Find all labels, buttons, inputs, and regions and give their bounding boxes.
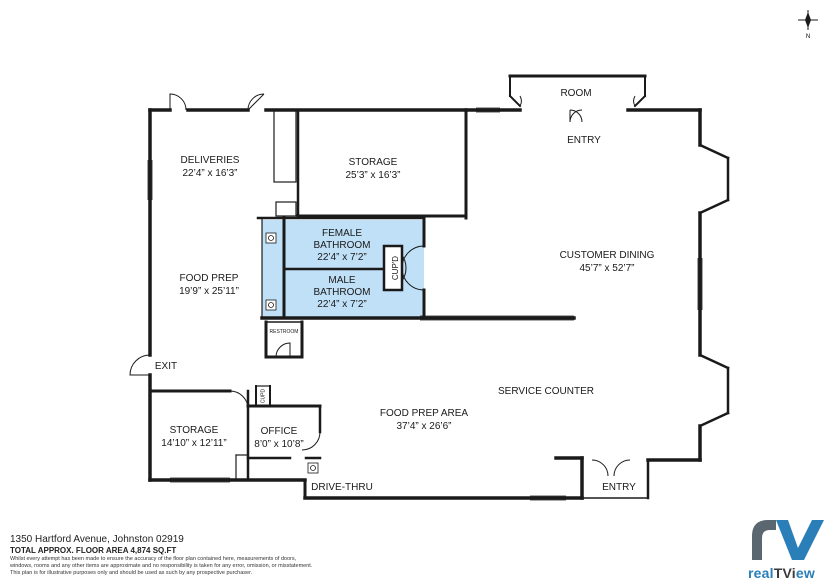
female-bathroom-label-1: FEMALE xyxy=(322,228,362,239)
brand-name-a: real xyxy=(748,565,774,581)
food-prep-dims: 19’9” x 25’11” xyxy=(179,286,239,297)
cupboard-box xyxy=(382,244,404,292)
room-label: ROOM xyxy=(560,88,591,99)
brand-name-b: TVi xyxy=(773,565,796,581)
cupboard-label: CUP'D xyxy=(391,256,400,280)
windows xyxy=(147,107,703,501)
drive-thru-label: DRIVE-THRU xyxy=(311,482,373,493)
exit-label: EXIT xyxy=(155,361,177,372)
customer-dining-label: CUSTOMER DINING xyxy=(560,250,655,261)
storage-bottom-label: STORAGE xyxy=(170,425,219,436)
plan-footer: 1350 Hartford Avenue, Johnston 02919 TOT… xyxy=(10,534,570,577)
entry-bottom-label: ENTRY xyxy=(602,482,636,493)
property-address: 1350 Hartford Avenue, Johnston 02919 xyxy=(10,534,184,545)
storage-bottom-dims: 14’10” x 12’11” xyxy=(161,438,226,449)
entry-top-label: ENTRY xyxy=(567,135,601,146)
deliveries-dims: 22’4” x 16’3” xyxy=(182,168,237,179)
female-bathroom-label-2: BATHROOM xyxy=(313,240,370,251)
compass-icon: N xyxy=(798,10,818,40)
total-floor-area: TOTAL APPROX. FLOOR AREA 4,874 SQ.FT xyxy=(10,546,177,555)
deliveries-label: DELIVERIES xyxy=(181,155,240,166)
walls xyxy=(148,74,730,500)
storage-top-dims: 25’3” x 16’3” xyxy=(345,170,400,181)
compass-north-label: N xyxy=(806,34,810,40)
restroom-label: RESTROOM xyxy=(270,329,299,335)
male-bathroom-dims: 22’4” x 7’2” xyxy=(317,299,366,310)
disclaimer-line-1: Whilst every attempt has been made to en… xyxy=(10,556,297,562)
customer-dining-dims: 45’7” x 52’7” xyxy=(579,263,634,274)
service-counter-label: SERVICE COUNTER xyxy=(498,386,594,397)
disclaimer-line-2: windows, rooms and any other items are a… xyxy=(10,563,313,569)
brand-name-c: ew xyxy=(795,565,815,581)
food-prep-label: FOOD PREP xyxy=(180,273,239,284)
food-prep-area-label: FOOD PREP AREA xyxy=(380,408,469,419)
office-dims: 8’0” x 10’8” xyxy=(254,439,303,450)
office-label: OFFICE xyxy=(261,426,298,437)
brand-name: realTView xyxy=(748,565,815,581)
male-bathroom-label-2: BATHROOM xyxy=(313,287,370,298)
realtview-logo-icon xyxy=(752,520,824,560)
bathroom-fixtures-fill xyxy=(262,220,284,318)
cupd-small-label: CUPD xyxy=(260,389,266,404)
disclaimer-line-3: This plan is for illustrative purposes o… xyxy=(10,570,253,576)
storage-top-label: STORAGE xyxy=(349,157,398,168)
food-prep-area-dims: 37’4” x 26’6” xyxy=(396,421,451,432)
female-bathroom-dims: 22’4” x 7’2” xyxy=(317,252,366,263)
male-bathroom-label-1: MALE xyxy=(328,275,356,286)
toilet-icons xyxy=(265,232,319,474)
